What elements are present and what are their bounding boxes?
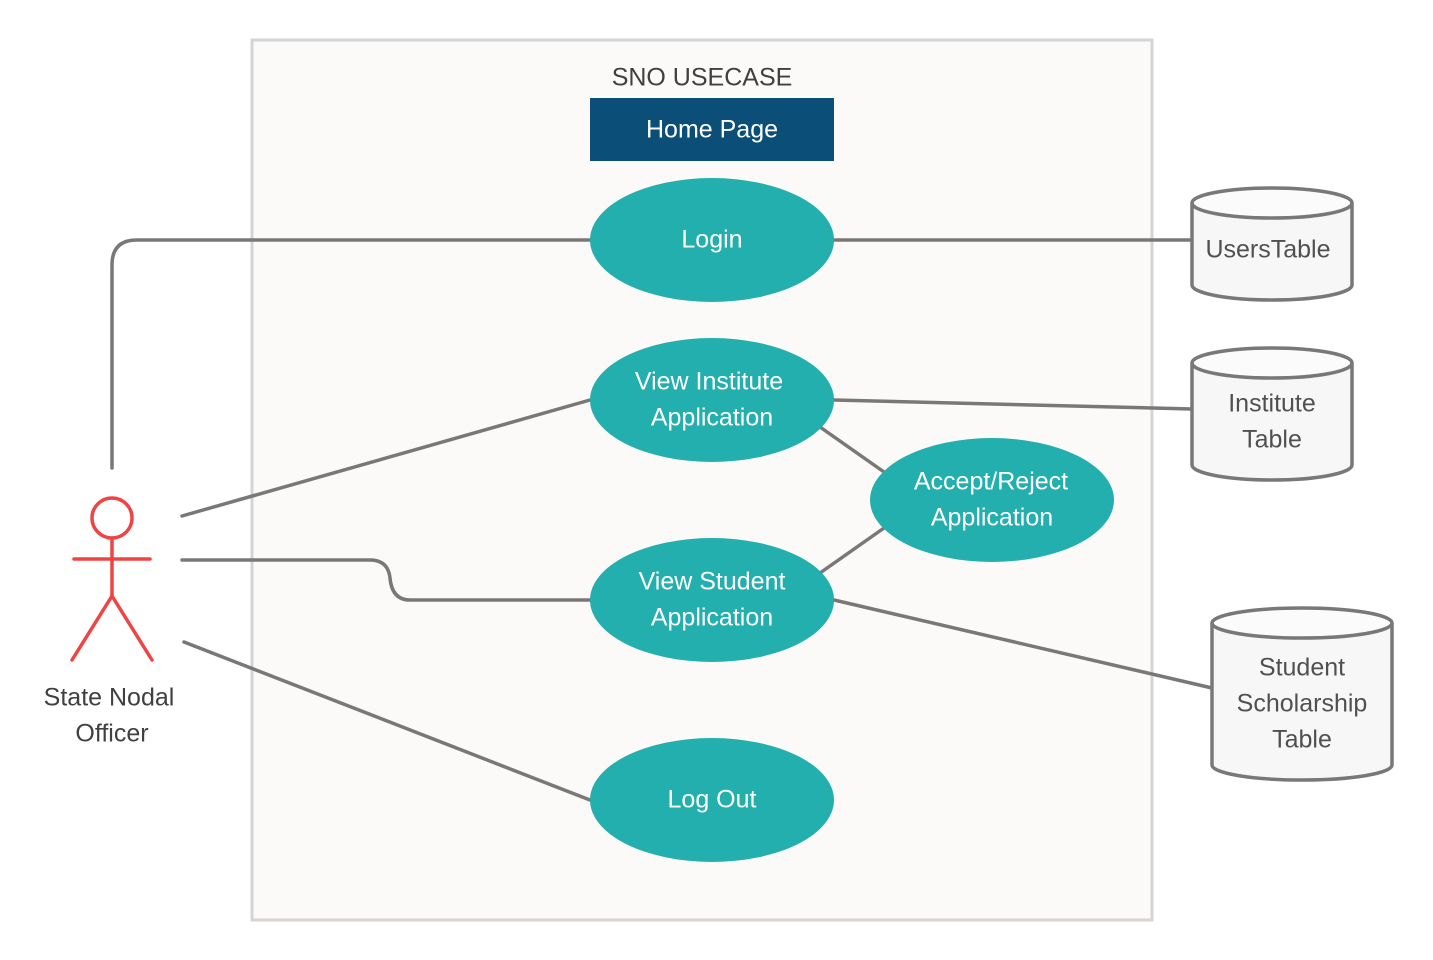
connector-actor-view-student [180, 558, 592, 602]
home-page-banner-label: Home Page [646, 116, 778, 144]
usecase-login[interactable]: Login [590, 178, 834, 302]
usecase-accept-reject-shape[interactable] [870, 438, 1114, 562]
database-student-table-top[interactable] [1210, 606, 1394, 640]
connector-view-student-accept-reject [818, 526, 886, 575]
database-users-table-top[interactable] [1190, 186, 1354, 220]
usecase-login-shape[interactable] [590, 178, 834, 302]
actor-label-line2: Officer [75, 720, 148, 748]
database-institute-table[interactable]: Institute Table [1190, 346, 1354, 482]
database-institute-table-label-line1: Institute [1228, 390, 1316, 418]
actor-left-leg [70, 594, 114, 662]
usecase-view-institute-label-line2: Application [651, 404, 773, 432]
usecase-view-student-shape[interactable] [590, 538, 834, 662]
usecase-accept-reject-label-line1: Accept/Reject [914, 468, 1068, 496]
connector-view-student-student-table [832, 598, 1214, 690]
database-users-table-label: UsersTable [1205, 236, 1330, 264]
database-student-scholarship-table[interactable]: Student Scholarship Table [1210, 606, 1394, 782]
actor-state-nodal-officer[interactable]: State Nodal Officer [44, 496, 175, 748]
database-student-table-label-line3: Table [1272, 726, 1332, 754]
actor-right-leg [110, 594, 154, 662]
connector-actor-login [110, 238, 592, 470]
usecase-view-institute-shape[interactable] [590, 338, 834, 462]
system-boundary-title: SNO USECASE [612, 64, 793, 92]
home-page-banner-box[interactable] [590, 98, 834, 161]
database-student-table-body[interactable] [1210, 623, 1394, 782]
actor-head-icon [90, 496, 134, 540]
database-institute-table-top[interactable] [1190, 346, 1354, 380]
usecase-logout[interactable]: Log Out [590, 738, 834, 862]
database-users-table[interactable]: UsersTable [1190, 186, 1354, 302]
usecase-view-student-application[interactable]: View Student Application [590, 538, 834, 662]
usecase-login-label: Login [681, 226, 742, 254]
usecase-logout-label: Log Out [668, 786, 757, 814]
usecase-logout-shape[interactable] [590, 738, 834, 862]
connector-actor-view-institute [180, 398, 592, 518]
usecase-view-student-label-line1: View Student [639, 568, 786, 596]
database-student-table-label-line1: Student [1259, 654, 1345, 682]
usecase-view-institute-application[interactable]: View Institute Application [590, 338, 834, 462]
database-institute-table-label-line2: Table [1242, 426, 1302, 454]
database-institute-table-body[interactable] [1190, 363, 1354, 482]
home-page-banner[interactable]: Home Page [590, 98, 834, 161]
connector-view-institute-institute-table [832, 398, 1194, 411]
usecase-accept-reject-application[interactable]: Accept/Reject Application [870, 438, 1114, 562]
database-student-table-label-line2: Scholarship [1237, 690, 1368, 718]
usecase-accept-reject-label-line2: Application [931, 504, 1053, 532]
database-users-table-body[interactable] [1190, 203, 1354, 302]
connector-view-institute-accept-reject [818, 425, 886, 474]
connector-actor-logout [182, 640, 592, 802]
usecase-view-student-label-line2: Application [651, 604, 773, 632]
actor-label-line1: State Nodal [44, 684, 175, 712]
connectors [110, 238, 1214, 802]
usecase-view-institute-label-line1: View Institute [635, 368, 783, 396]
